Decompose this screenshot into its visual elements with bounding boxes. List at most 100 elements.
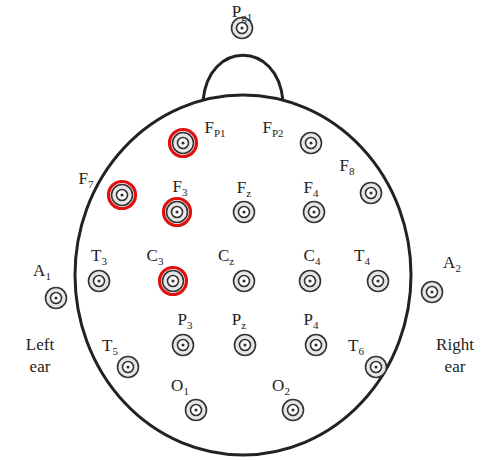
electrode-inner	[311, 340, 322, 351]
electrode-inner	[94, 276, 105, 287]
electrode: Pg1	[229, 15, 255, 41]
electrode-label: FP2	[262, 119, 283, 136]
electrode-dot	[430, 290, 433, 293]
electrode: P3	[170, 332, 196, 358]
electrode-inner	[366, 188, 377, 199]
electrode-outer	[300, 271, 321, 292]
electrode-symbol	[415, 275, 449, 309]
electrode-inner	[240, 340, 251, 351]
electrode: FP1	[170, 130, 196, 156]
electrode-inner	[168, 276, 179, 287]
electrode-symbol	[227, 195, 261, 229]
electrode-outer	[186, 400, 207, 421]
electrode-inner	[117, 190, 128, 201]
electrode-symbol	[39, 281, 73, 315]
electrode: T4	[365, 268, 391, 294]
electrode-label: F4	[304, 179, 319, 196]
electrode-inner	[373, 276, 384, 287]
electrode: P4	[303, 332, 329, 358]
electrode-dot	[291, 408, 294, 411]
electrode-outer	[306, 335, 327, 356]
electrode-label: A1	[33, 262, 51, 279]
electrode-inner	[305, 276, 316, 287]
electrode-symbol	[299, 328, 333, 362]
electrode-inner	[191, 405, 202, 416]
electrode-symbol	[354, 176, 388, 210]
electrode-inner	[172, 207, 183, 218]
electrode-label: T6	[348, 337, 364, 354]
electrode-dot	[243, 343, 246, 346]
electrode-label: Pg1	[232, 3, 252, 20]
electrode-symbol	[361, 264, 395, 298]
electrode-symbol	[359, 350, 393, 384]
electrode-dot	[54, 296, 57, 299]
electrode-label: O1	[171, 377, 189, 394]
electrode-dot	[308, 279, 311, 282]
electrode-outer	[118, 357, 139, 378]
highlight-ring	[164, 199, 191, 226]
electrode: F3	[164, 199, 190, 225]
electrode-outer	[46, 288, 67, 309]
electrode: Fz	[231, 199, 257, 225]
electrode-outer	[173, 335, 194, 356]
electrode-dot	[369, 191, 372, 194]
electrode-outer	[304, 202, 325, 223]
ear-label: Right ear	[429, 334, 481, 378]
electrode-label: F7	[79, 170, 94, 187]
electrode-outer	[361, 183, 382, 204]
electrode-dot	[309, 141, 312, 144]
electrode-symbol	[293, 264, 327, 298]
electrode-inner	[239, 276, 250, 287]
electrode: C3	[160, 268, 186, 294]
electrode-inner	[237, 23, 248, 34]
electrode-inner	[51, 293, 62, 304]
electrode-dot	[376, 279, 379, 282]
electrode: T3	[86, 268, 112, 294]
electrode-outer	[368, 271, 389, 292]
highlight-ring	[109, 182, 136, 209]
electrode-dot	[242, 210, 245, 213]
electrode-outer	[112, 185, 133, 206]
electrode-label: O2	[272, 377, 290, 394]
electrode-inner	[427, 287, 438, 298]
electrode-symbol	[227, 264, 261, 298]
electrode-inner	[371, 362, 382, 373]
electrode-dot	[181, 343, 184, 346]
electrode-symbol	[228, 328, 262, 362]
electrode-outer	[163, 271, 184, 292]
electrode-outer	[89, 271, 110, 292]
electrode-label: T5	[102, 337, 118, 354]
electrode-outer	[234, 271, 255, 292]
electrode-label: T4	[354, 247, 370, 264]
electrode-dot	[181, 141, 184, 144]
electrode-label: FP1	[204, 119, 225, 136]
electrode-label: Fz	[237, 179, 251, 196]
electrode-dot	[194, 408, 197, 411]
ear-label: Left ear	[14, 334, 66, 378]
electrode-dot	[126, 365, 129, 368]
electrode-outer	[173, 133, 194, 154]
electrode-inner	[306, 138, 317, 149]
electrode-label: F3	[173, 178, 188, 195]
electrode: F4	[301, 199, 327, 225]
highlight-ring	[160, 268, 187, 295]
head-outline	[75, 95, 411, 455]
electrode-symbol	[166, 328, 200, 362]
electrode-label: A2	[443, 254, 461, 271]
electrode-symbol	[294, 126, 328, 160]
electrode-label: T3	[91, 247, 107, 264]
electrode-symbol	[105, 178, 139, 212]
electrode-outer	[167, 202, 188, 223]
electrode-label: F8	[340, 157, 355, 174]
electrode-inner	[178, 138, 189, 149]
electrode-dot	[242, 279, 245, 282]
electrode-inner	[309, 207, 320, 218]
electrode-outer	[422, 282, 443, 303]
electrode: Cz	[231, 268, 257, 294]
electrode-label: P4	[304, 311, 319, 328]
electrode: A1	[43, 285, 69, 311]
electrode: C4	[297, 268, 323, 294]
electrode-outer	[235, 335, 256, 356]
